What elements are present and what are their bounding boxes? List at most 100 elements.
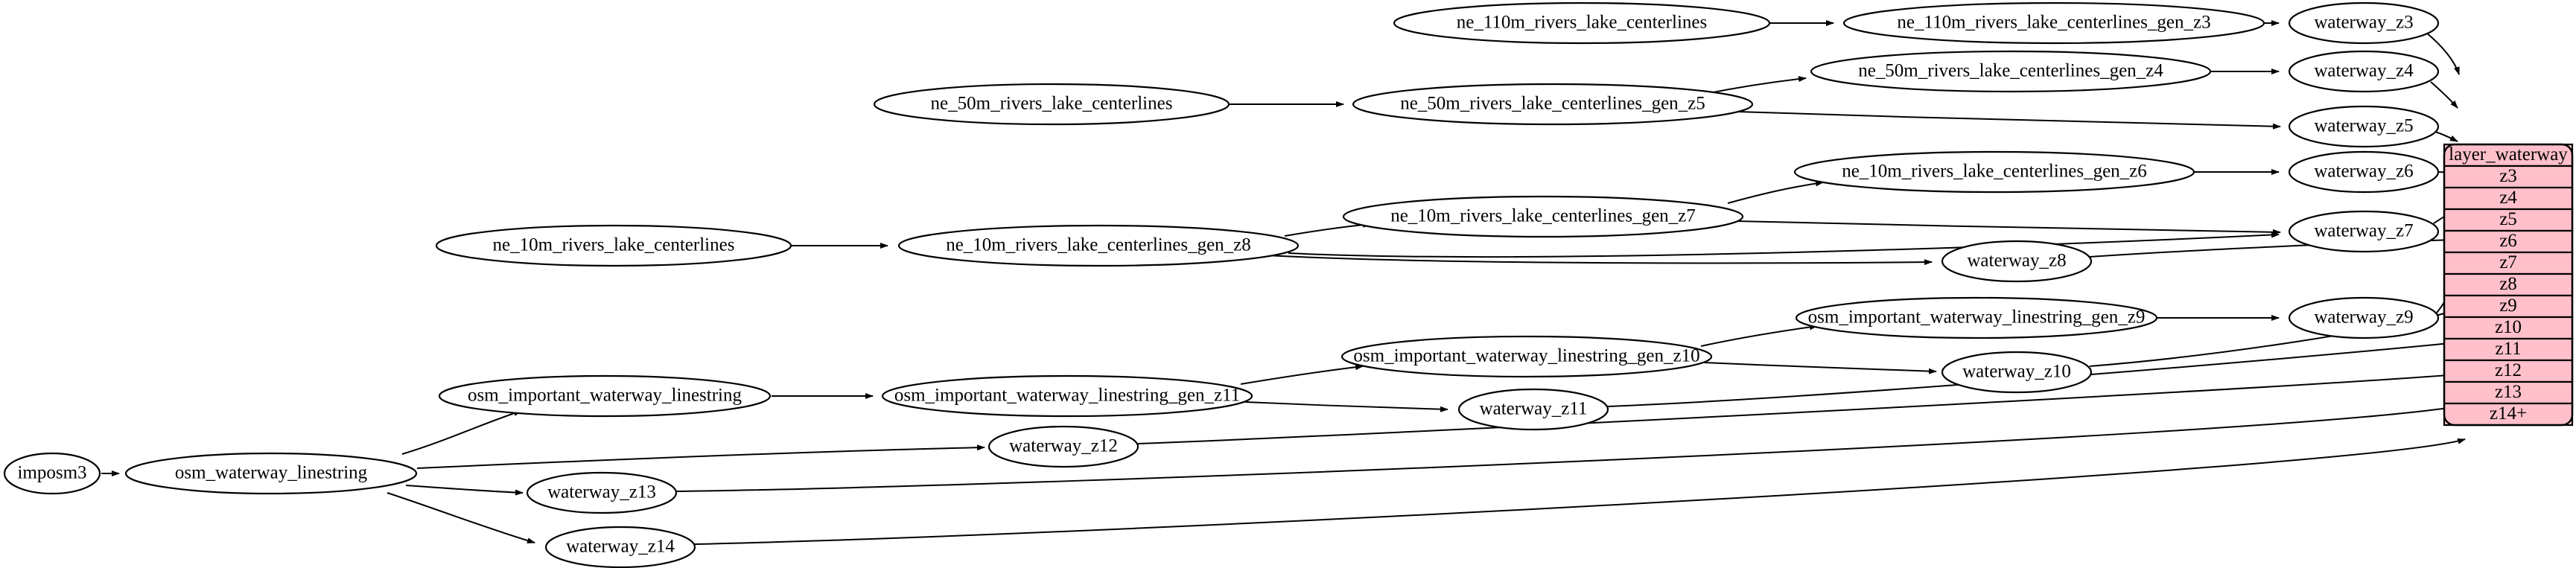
edge-ne_10m_rivers_lake_centerlines_gen_z7-to-ne_10m_rivers_lake_centerlines_gen_z6 — [1727, 180, 1824, 204]
node-shape — [1941, 351, 2093, 394]
node-waterway_z12[interactable]: waterway_z12 — [988, 425, 1139, 468]
node-shape — [1793, 150, 2195, 194]
edge-osm_waterway_linestring-to-waterway_z14 — [387, 492, 535, 544]
node-osm_important_waterway_linestring_gen_z9[interactable]: osm_important_waterway_linestring_gen_z9 — [1795, 296, 2158, 339]
table-row-z3[interactable]: z3 — [2443, 165, 2574, 189]
table-row-label: z10 — [2495, 317, 2522, 337]
node-waterway_z3[interactable]: waterway_z3 — [2288, 1, 2440, 45]
edge-osm_important_waterway_linestring_gen_z10-to-osm_important_waterway_linestring_gen_z9 — [1700, 324, 1818, 347]
table-title-row[interactable]: layer_waterway — [2443, 143, 2574, 167]
node-ne_50m_rivers_lake_centerlines_gen_z4[interactable]: ne_50m_rivers_lake_centerlines_gen_z4 — [1810, 50, 2212, 93]
node-ne_10m_rivers_lake_centerlines_gen_z6[interactable]: ne_10m_rivers_lake_centerlines_gen_z6 — [1793, 150, 2195, 194]
node-waterway_z7[interactable]: waterway_z7 — [2288, 210, 2440, 253]
graph-edge — [1284, 222, 1371, 237]
table-row-z7[interactable]: z7 — [2443, 251, 2574, 275]
node-shape — [2288, 50, 2440, 93]
node-ne_10m_rivers_lake_centerlines[interactable]: ne_10m_rivers_lake_centerlines — [435, 224, 792, 267]
graph-edge — [1703, 362, 1937, 374]
node-label: ne_110m_rivers_lake_centerlines_gen_z3 — [1897, 13, 2210, 33]
node-osm_important_waterway_linestring[interactable]: osm_important_waterway_linestring — [438, 374, 772, 418]
table-row-label: z9 — [2499, 296, 2517, 316]
node-label: waterway_z14 — [566, 537, 675, 557]
node-waterway_z14[interactable]: waterway_z14 — [544, 526, 696, 568]
node-shape — [988, 425, 1139, 468]
table-row-label: z6 — [2499, 231, 2517, 251]
table-row-z8[interactable]: z8 — [2443, 272, 2574, 297]
node-waterway_z8[interactable]: waterway_z8 — [1941, 240, 2093, 283]
edge-osm_waterway_linestring-to-waterway_z13 — [405, 485, 524, 496]
node-osm_waterway_linestring[interactable]: osm_waterway_linestring — [124, 452, 418, 495]
table-row-z10[interactable]: z10 — [2443, 316, 2574, 340]
edge-waterway_z13-to-layer_waterway_z13 — [675, 404, 2458, 492]
node-label: osm_important_waterway_linestring_gen_z1… — [1353, 346, 1699, 366]
edge-ne_10m_rivers_lake_centerlines_gen_z8-to-ne_10m_rivers_lake_centerlines_gen_z7 — [1284, 222, 1371, 237]
node-imposm3[interactable]: imposm3 — [3, 452, 101, 495]
edge-ne_10m_rivers_lake_centerlines_gen_z8-to-waterway_z8 — [1265, 255, 1933, 266]
table-row-cell — [2443, 208, 2574, 232]
node-label: waterway_z7 — [2314, 221, 2413, 241]
node-waterway_z9[interactable]: waterway_z9 — [2288, 296, 2440, 339]
node-label: osm_important_waterway_linestring — [468, 386, 742, 406]
graph-edge — [1712, 110, 2281, 130]
table-row-z6[interactable]: z6 — [2443, 229, 2574, 254]
node-ne_10m_rivers_lake_centerlines_gen_z8[interactable]: ne_10m_rivers_lake_centerlines_gen_z8 — [897, 224, 1300, 267]
node-ne_50m_rivers_lake_centerlines_gen_z5[interactable]: ne_50m_rivers_lake_centerlines_gen_z5 — [1352, 83, 1754, 126]
graph-edge — [1700, 324, 1818, 347]
node-ne_10m_rivers_lake_centerlines_gen_z7[interactable]: ne_10m_rivers_lake_centerlines_gen_z7 — [1342, 195, 1744, 238]
node-shape — [1457, 388, 1609, 431]
layer-waterway-table: layer_waterwayz3z4z5z6z7z8z9z10z11z12z13… — [2443, 143, 2574, 427]
node-shape — [2288, 105, 2440, 148]
node-waterway_z6[interactable]: waterway_z6 — [2288, 150, 2440, 194]
nodes-layer: imposm3 osm_waterway_linestring ne_110m_ri… — [3, 1, 2440, 568]
graph-edge — [416, 444, 985, 469]
node-label: ne_10m_rivers_lake_centerlines — [493, 235, 735, 255]
table-row-z4[interactable]: z4 — [2443, 186, 2574, 211]
node-label: osm_waterway_linestring — [175, 463, 368, 483]
node-label: waterway_z11 — [1480, 399, 1588, 419]
node-ne_110m_rivers_lake_centerlines_gen_z3[interactable]: ne_110m_rivers_lake_centerlines_gen_z3 — [1842, 1, 2265, 45]
node-label: waterway_z12 — [1009, 436, 1118, 456]
graph-edge — [405, 485, 524, 496]
table-row-label: z11 — [2495, 339, 2521, 359]
node-label: osm_important_waterway_linestring_gen_z1… — [894, 386, 1240, 406]
edge-ne_50m_rivers_lake_centerlines_gen_z5-to-waterway_z5 — [1712, 110, 2281, 130]
node-shape — [438, 374, 772, 418]
node-waterway_z10[interactable]: waterway_z10 — [1941, 351, 2093, 394]
table-row-z13[interactable]: z13 — [2443, 380, 2574, 405]
node-shape — [1342, 195, 1744, 238]
node-shape — [544, 526, 696, 568]
graph-edge — [675, 404, 2458, 492]
edge-osm_important_waterway_linestring_gen_z11-to-waterway_z11 — [1244, 401, 1448, 412]
table-row-z11[interactable]: z11 — [2443, 337, 2574, 362]
node-ne_110m_rivers_lake_centerlines[interactable]: ne_110m_rivers_lake_centerlines — [1393, 1, 1771, 45]
graph-edge — [387, 492, 535, 544]
node-label: ne_10m_rivers_lake_centerlines_gen_z7 — [1390, 206, 1696, 226]
node-ne_50m_rivers_lake_centerlines[interactable]: ne_50m_rivers_lake_centerlines — [873, 83, 1230, 126]
edge-ne_10m_rivers_lake_centerlines_gen_z8-to-waterway_z7 — [1288, 232, 2280, 258]
table-row-z12[interactable]: z12 — [2443, 359, 2574, 383]
node-waterway_z4[interactable]: waterway_z4 — [2288, 50, 2440, 93]
node-shape — [526, 471, 678, 514]
node-shape — [435, 224, 792, 267]
table-row-cell — [2443, 380, 2574, 405]
node-waterway_z5[interactable]: waterway_z5 — [2288, 105, 2440, 148]
node-waterway_z13[interactable]: waterway_z13 — [526, 471, 678, 514]
node-shape — [1842, 1, 2265, 45]
table-row-label: z8 — [2499, 274, 2517, 294]
edge-waterway_z12-to-layer_waterway_z12 — [1137, 371, 2458, 444]
node-label: waterway_z13 — [547, 482, 656, 502]
node-osm_important_waterway_linestring_gen_z10[interactable]: osm_important_waterway_linestring_gen_z1… — [1341, 335, 1713, 378]
edge-osm_waterway_linestring-to-osm_important_waterway_linestring — [401, 410, 522, 455]
node-osm_important_waterway_linestring_gen_z11[interactable]: osm_important_waterway_linestring_gen_z1… — [881, 374, 1253, 418]
edge-waterway_z3-to-layer_waterway_z3 — [2426, 32, 2460, 75]
table-row-z9[interactable]: z9 — [2443, 294, 2574, 319]
node-label: ne_110m_rivers_lake_centerlines — [1457, 13, 1707, 33]
node-label: ne_50m_rivers_lake_centerlines — [931, 94, 1173, 114]
node-shape — [2288, 210, 2440, 253]
table-row-z5[interactable]: z5 — [2443, 208, 2574, 232]
node-waterway_z11[interactable]: waterway_z11 — [1457, 388, 1609, 431]
table-row-z14+[interactable]: z14+ — [2443, 402, 2574, 427]
node-label: ne_10m_rivers_lake_centerlines_gen_z8 — [946, 235, 1251, 255]
node-shape — [897, 224, 1300, 267]
